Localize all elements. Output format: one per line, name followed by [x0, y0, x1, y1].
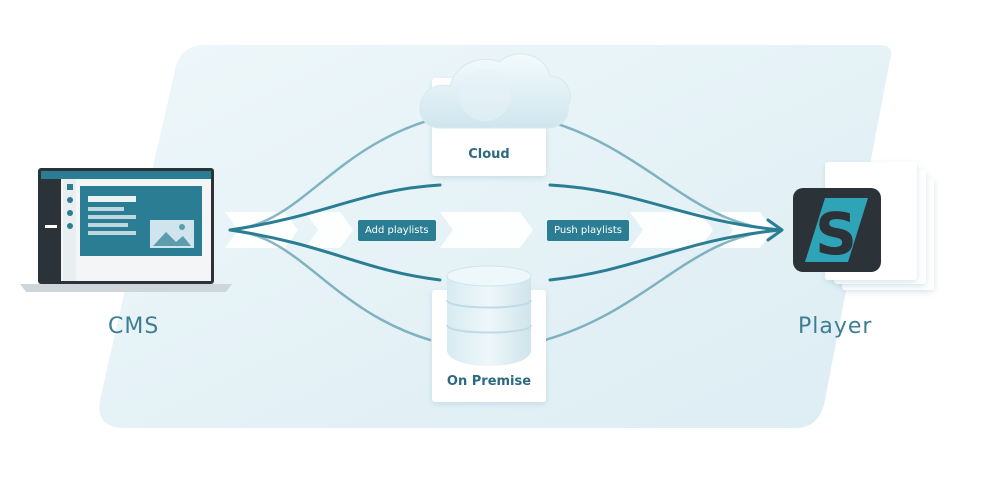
- cloud-icon: [419, 53, 571, 129]
- cloud-label: Cloud: [468, 147, 510, 162]
- laptop-icon: [20, 168, 232, 292]
- database-icon: [446, 265, 532, 366]
- flow-lines: [228, 118, 782, 342]
- arrowhead-icon: [766, 218, 784, 242]
- cloud-card: [419, 53, 571, 176]
- on-premise-card: [432, 265, 546, 402]
- player-app-icon: S: [793, 188, 881, 272]
- push-playlists-badge: Push playlists: [547, 220, 629, 241]
- on-premise-label: On Premise: [446, 374, 532, 389]
- add-playlists-badge: Add playlists: [358, 220, 436, 241]
- svg-text:S: S: [815, 200, 857, 268]
- cms-label: CMS: [108, 314, 160, 339]
- player-label: Player: [798, 314, 873, 339]
